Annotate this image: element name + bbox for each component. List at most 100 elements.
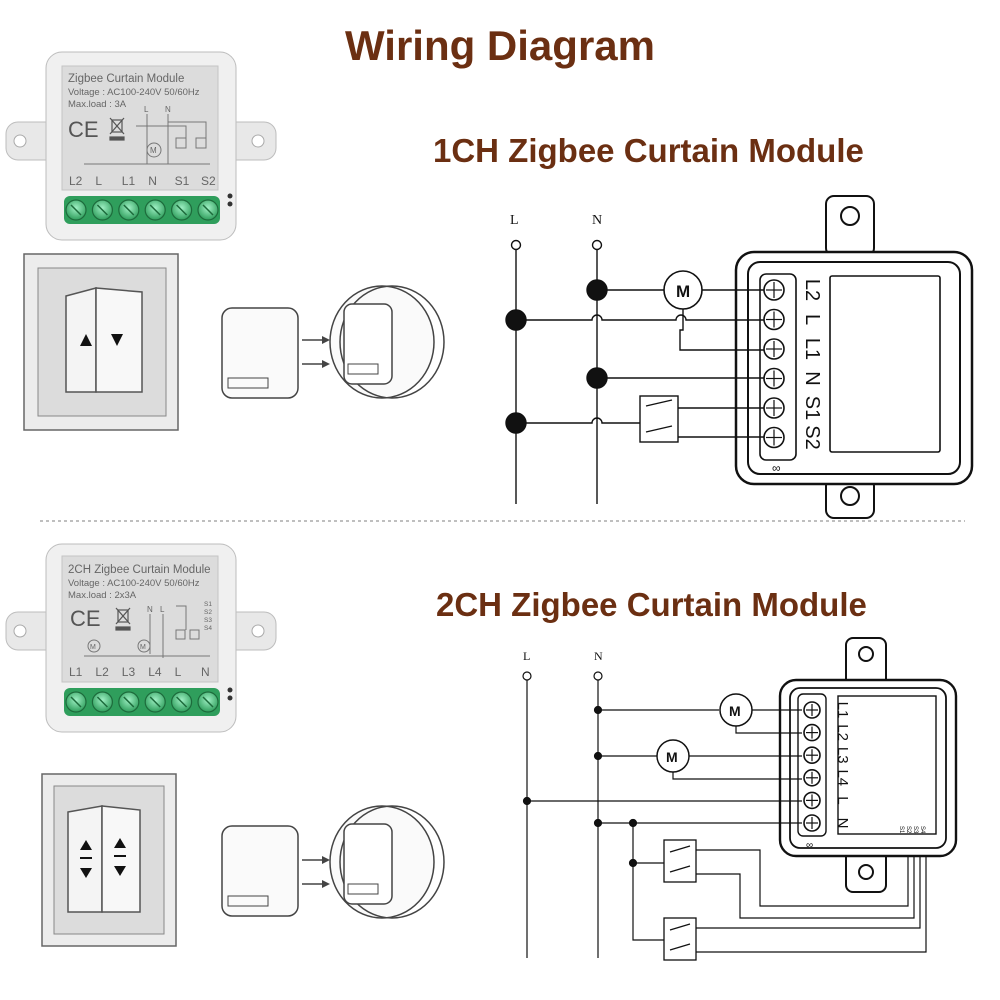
schem2-motor1-label: M [729,703,741,719]
back-box1-module [343,303,393,385]
schem2-switch2-icon [663,917,697,961]
module2-switch-input-label: S4 [204,625,212,632]
schem1-junction [505,412,527,434]
schem2-switch-contact [669,845,691,853]
ce-mark-icon: CE [70,606,101,631]
schem1-junction [586,367,608,389]
module2-motor-icon: M [90,644,96,651]
schem2-switch-input-label: S3 [912,826,918,834]
up-arrow-icon [114,838,126,848]
schem1-motor-label: M [676,282,690,301]
module-terminal-label: N [148,174,157,188]
up-arrow-icon [80,334,92,346]
schematic-terminal-label: L [801,314,823,325]
module1-terminal-strip [64,196,220,224]
schem1-wire-L-switch [516,417,640,424]
schem1-terminal-block [759,273,797,461]
up-arrow-icon [80,840,92,850]
schem1-switch-icon [639,395,679,443]
terminal-screw-slot [123,696,135,708]
module1-name: Zigbee Curtain Module [68,73,184,85]
schem2-switch-input-label: S2 [905,826,911,834]
schematic-terminal-label: N [834,818,851,829]
schem2-switch-input-label: S1 [898,826,904,834]
module-terminal-label: N [201,665,210,679]
page-title: Wiring Diagram [345,22,655,69]
schem2-ear-hole [858,864,874,880]
back-box1-rim [339,285,445,399]
terminal-screw-slot [123,204,135,216]
module1-ear-hole-right [251,134,265,148]
schem1-label-L: L [510,213,519,228]
module-terminal-label: L1 [69,665,83,679]
schem2-terminal-L [522,671,532,681]
module-terminal-label: L2 [69,174,83,188]
schem2-switch-contact [669,943,691,951]
schem2-junction [593,705,603,715]
schem2-junction [593,818,603,828]
weee-bin-icon [109,117,125,141]
arrow-right-icon [322,856,330,864]
module2-led-dot [227,695,233,701]
schem2-junction [628,858,638,868]
switch1-rocker-left [65,287,97,393]
back-box1-module-terminals [347,363,379,375]
module2-motor-icon: M [140,644,146,651]
small-module1-terminals [227,377,269,389]
module2-label-area [61,555,219,683]
terminal-screw-slot [70,696,82,708]
schem1-module-inner [747,261,961,475]
schem2-junction [522,796,532,806]
schem2-junction [593,751,603,761]
schem2-wire-S4 [696,856,927,953]
schem2-label-L: L [523,649,530,663]
schem2-wire-S2 [696,856,915,919]
module1-motor-icon: M [150,146,157,155]
schem2-module-inner [789,687,947,849]
schem2-junction [628,818,638,828]
schem2-switch-contact [669,865,691,873]
down-arrow-icon [114,866,126,876]
schem2-wire-S3 [696,856,921,929]
arrow-right-icon [322,336,330,344]
arrow-right-icon [322,360,330,368]
schem2-label-N: N [594,649,603,663]
schem2-terminal-N [593,671,603,681]
schem1-switch-contact [645,425,673,433]
schem2-ear-hole [858,646,874,662]
module2-led-dot [227,687,233,693]
schem1-module-body [734,250,974,486]
schem1-junction [586,279,608,301]
schem1-wire-L-terminal [516,314,764,321]
schem2-switch-input-label: S4 [919,826,925,834]
schematic-terminal-label: L [834,796,851,804]
module2-ear-hole-right [251,624,265,638]
schem2-wire-motor2-L4 [672,772,802,780]
schem1-label-N: N [592,213,602,228]
schematic-terminal-label: L1 [834,702,851,719]
terminal-screw-slot [96,204,108,216]
section2-wall-switch [41,773,177,947]
module1-mini-schematic [84,114,210,165]
module1-schem-L: L [144,105,149,114]
section1-install-illustration [221,285,445,399]
terminal-screw-slot [202,204,214,216]
module2-switch-input-label: S1 [204,601,212,608]
section2-install-illustration [221,805,445,919]
schematic-terminal-label: S1 [801,396,823,420]
schem2-switch1-icon [663,839,697,883]
schematic-terminal-label: S2 [801,425,823,449]
module1-voltage: Voltage : AC100-240V 50/60Hz [68,87,200,98]
schem2-switch-contact [669,923,691,931]
schem2-infinity-icon: ∞ [806,840,813,851]
terminal-screw-slot [202,696,214,708]
back-box2-module [343,823,393,905]
weee-bin-icon [115,607,131,631]
module1-schem-N: N [165,105,171,114]
schematic-terminal-label: L2 [801,279,823,301]
terminal-screw-slot [149,204,161,216]
module-terminal-label: S1 [175,174,190,188]
module2-ear-hole-left [13,624,27,638]
down-arrow-icon [111,334,123,346]
